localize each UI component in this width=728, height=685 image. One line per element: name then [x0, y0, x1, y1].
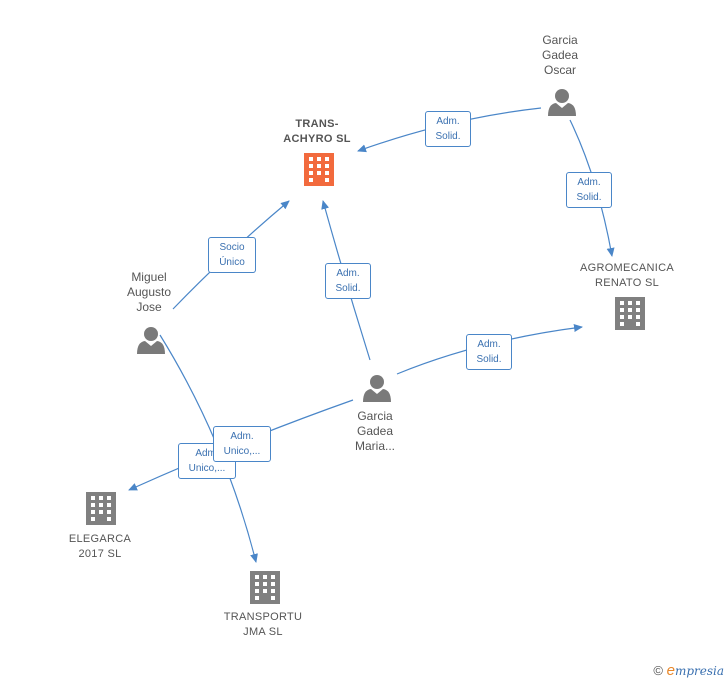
garcia-oscar-person-icon[interactable] [548, 89, 576, 116]
miguel-person-icon[interactable] [137, 327, 165, 354]
garcia-maria-person-icon[interactable] [363, 375, 391, 402]
miguel-label[interactable]: Miguel Augusto Jose [126, 270, 172, 314]
transportu-building-icon[interactable] [250, 571, 280, 604]
edge-label-maria-agro: Adm. Solid. [466, 334, 512, 370]
edge-label-oscar-trans: Adm. Solid. [425, 111, 471, 147]
elegarca-label[interactable]: ELEGARCA 2017 SL [68, 533, 132, 560]
brand-initial: e [666, 662, 675, 679]
transportu-label[interactable]: TRANSPORTU JMA SL [223, 611, 303, 638]
trans-achyro-building-icon[interactable] [304, 153, 334, 186]
agromecanica-label[interactable]: AGROMECANICA RENATO SL [579, 262, 675, 289]
garcia-maria-label[interactable]: Garcia Gadea Maria... [354, 409, 395, 453]
edge-label-maria-trans: Adm. Solid. [325, 263, 371, 299]
agromecanica-building-icon[interactable] [615, 297, 645, 330]
copyright-symbol: © [653, 663, 663, 678]
edge-label-maria-elegarca: Adm. Unico,... [213, 426, 271, 462]
elegarca-building-icon[interactable] [86, 492, 116, 525]
trans-achyro-label[interactable]: TRANS- ACHYRO SL [283, 118, 351, 145]
edge-label-oscar-agro: Adm. Solid. [566, 172, 612, 208]
garcia-oscar-label[interactable]: Garcia Gadea Oscar [541, 33, 579, 77]
edge-label-miguel-trans: Socio Único [208, 237, 256, 273]
brand-name: mpresia [674, 664, 724, 678]
empresia-watermark: © empresia [653, 662, 724, 679]
